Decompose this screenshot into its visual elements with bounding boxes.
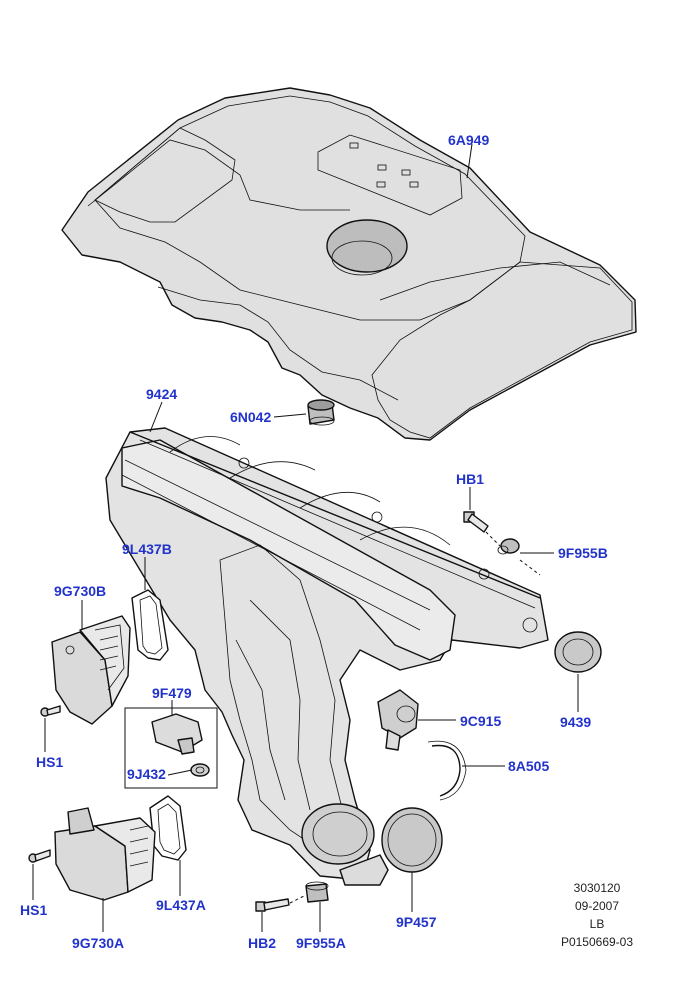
diagram-lang: LB: [590, 917, 605, 931]
screw-hs1-bottom-part: [28, 849, 51, 863]
label-9f955a: 9F955A: [296, 935, 346, 951]
label-hb2: HB2: [248, 935, 276, 951]
label-9f479: 9F479: [152, 685, 192, 701]
screw-hs1-top-part: [40, 705, 61, 717]
seal-9439-part: [554, 631, 602, 673]
label-9p457: 9P457: [396, 914, 437, 930]
label-9f955b: 9F955B: [558, 545, 608, 561]
label-9j432: 9J432: [127, 766, 166, 782]
label-hs1-top: HS1: [36, 754, 63, 770]
label-hb1: HB1: [456, 471, 484, 487]
grommet-9f955b-part: [497, 538, 520, 555]
hose-8a505-part: [427, 740, 467, 801]
label-9g730b: 9G730B: [54, 583, 106, 599]
label-8a505: 8A505: [508, 758, 549, 774]
grommet-9f955a-part: [305, 881, 329, 903]
sensor-9f479-part: [124, 707, 218, 789]
diagram-ref: P0150669-03: [561, 935, 633, 949]
label-9c915: 9C915: [460, 713, 501, 729]
label-9424: 9424: [146, 386, 177, 402]
gasket-9l437b-part: [131, 589, 169, 661]
bolt-hb2-part: [255, 898, 290, 912]
label-6a949: 6A949: [448, 132, 489, 148]
actuator-9g730a-part: [54, 807, 156, 901]
label-9g730a: 9G730A: [72, 935, 124, 951]
label-9439: 9439: [560, 714, 591, 730]
gasket-9l437a-part: [149, 795, 187, 861]
grommet-6n042-part: [307, 399, 335, 426]
bolt-hb1-part: [463, 511, 489, 533]
diagram-date: 09-2007: [575, 899, 619, 913]
actuator-9g730b-part: [51, 615, 131, 725]
engine-cover-part: [61, 87, 637, 441]
label-hs1-bottom: HS1: [20, 902, 47, 918]
seal-9p457-part: [381, 807, 443, 873]
sensor-9c915-part: [377, 689, 419, 751]
label-9l437b: 9L437B: [122, 541, 172, 557]
leader-lines: [32, 143, 579, 932]
diagram-code: 3030120: [574, 881, 621, 895]
label-9l437a: 9L437A: [156, 897, 206, 913]
intake-manifold-part: [105, 427, 549, 886]
label-6n042: 6N042: [230, 409, 271, 425]
